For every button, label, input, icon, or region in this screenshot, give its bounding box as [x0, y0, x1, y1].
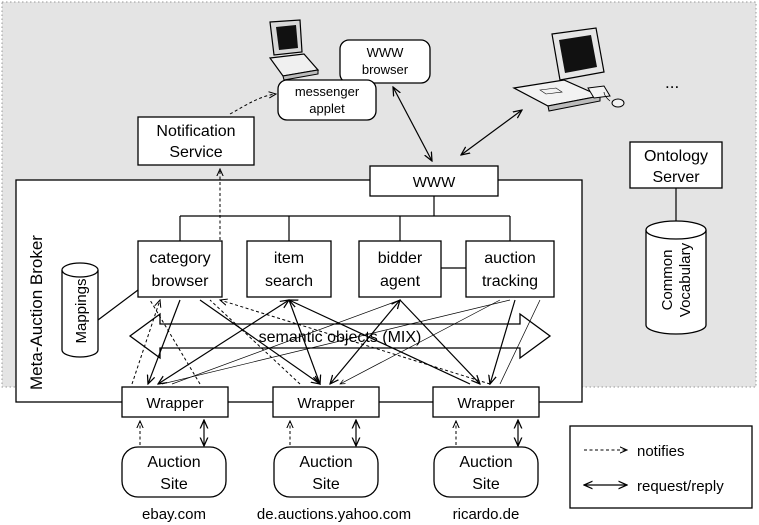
mappings-link: [97, 289, 139, 321]
messenger-applet-line2: applet: [309, 101, 345, 116]
auction-tracking-line1: auction: [484, 250, 536, 267]
auction-tracking-box: [465, 240, 555, 298]
wrapper-ebay-label: Wrapper: [146, 395, 203, 412]
mappings-cylinder: [61, 262, 99, 358]
wrapper-ricardo: [432, 386, 540, 418]
legend-notifies-label: notifies: [637, 443, 685, 460]
site-name-yahoo: de.auctions.yahoo.com: [257, 506, 411, 523]
browser-www-arrow: [393, 87, 432, 161]
common-vocabulary-cylinder: [645, 220, 707, 335]
category-browser-line1: category: [149, 250, 210, 267]
auction-site-ebay-line2: Site: [160, 476, 188, 493]
auction-tracking-line2: tracking: [482, 273, 538, 290]
messenger-applet-box: [277, 79, 377, 121]
auction-site-ebay: [121, 446, 227, 498]
category-browser-line2: browser: [152, 273, 210, 290]
messenger-applet-line1: messenger: [295, 84, 360, 99]
www-label: WWW: [413, 174, 456, 191]
common-vocabulary-line2: Vocabulary: [677, 242, 694, 317]
category-browser-box: [137, 240, 223, 298]
notification-service-line1: Notification: [156, 123, 235, 140]
site-name-ebay: ebay.com: [142, 506, 206, 523]
notification-service-line2: Service: [169, 144, 222, 161]
notify-applet-arrow: [229, 94, 276, 115]
desktop-computer-icon: [512, 27, 625, 112]
auction-site-ricardo-line2: Site: [472, 476, 500, 493]
www-browser-box: [339, 39, 431, 84]
ontology-server-line1: Ontology: [644, 148, 708, 165]
notification-service-box: [137, 116, 255, 166]
mappings-label: Mappings: [73, 278, 90, 343]
bidder-agent-line2: agent: [380, 273, 421, 290]
auction-site-ricardo-line1: Auction: [459, 454, 512, 471]
item-search-line1: item: [274, 250, 304, 267]
site-wrapper-arrows: [140, 420, 518, 446]
wrapper-yahoo-label: Wrapper: [297, 395, 354, 412]
www-browser-line2: browser: [362, 62, 409, 77]
auction-site-ricardo: [433, 446, 539, 498]
desktop-www-arrow: [461, 110, 522, 155]
auction-site-yahoo-line2: Site: [312, 476, 340, 493]
module-wrapper-connections: [131, 300, 541, 384]
auction-site-yahoo: [273, 446, 379, 498]
ontology-server-line2: Server: [652, 169, 700, 186]
ontology-server-box: [629, 141, 723, 189]
item-search-line2: search: [265, 273, 313, 290]
legend-request-reply-label: request/reply: [637, 478, 724, 495]
laptop-icon: [268, 19, 320, 81]
bidder-agent-box: [358, 240, 442, 298]
www-box: [369, 165, 499, 197]
bidder-agent-line1: bidder: [378, 250, 423, 267]
auction-site-yahoo-line1: Auction: [299, 454, 352, 471]
site-name-ricardo: ricardo.de: [453, 506, 520, 523]
common-vocabulary-line1: Common: [659, 250, 676, 311]
wrapper-yahoo: [272, 386, 380, 418]
legend-box: [569, 425, 753, 509]
item-search-box: [246, 240, 332, 298]
more-clients-ellipsis: ...: [665, 73, 679, 92]
www-browser-line1: WWW: [367, 45, 405, 60]
auction-site-ebay-line1: Auction: [147, 454, 200, 471]
wrapper-ricardo-label: Wrapper: [457, 395, 514, 412]
wrapper-ebay: [121, 386, 229, 418]
broker-label: Meta-Auction Broker: [27, 235, 46, 390]
